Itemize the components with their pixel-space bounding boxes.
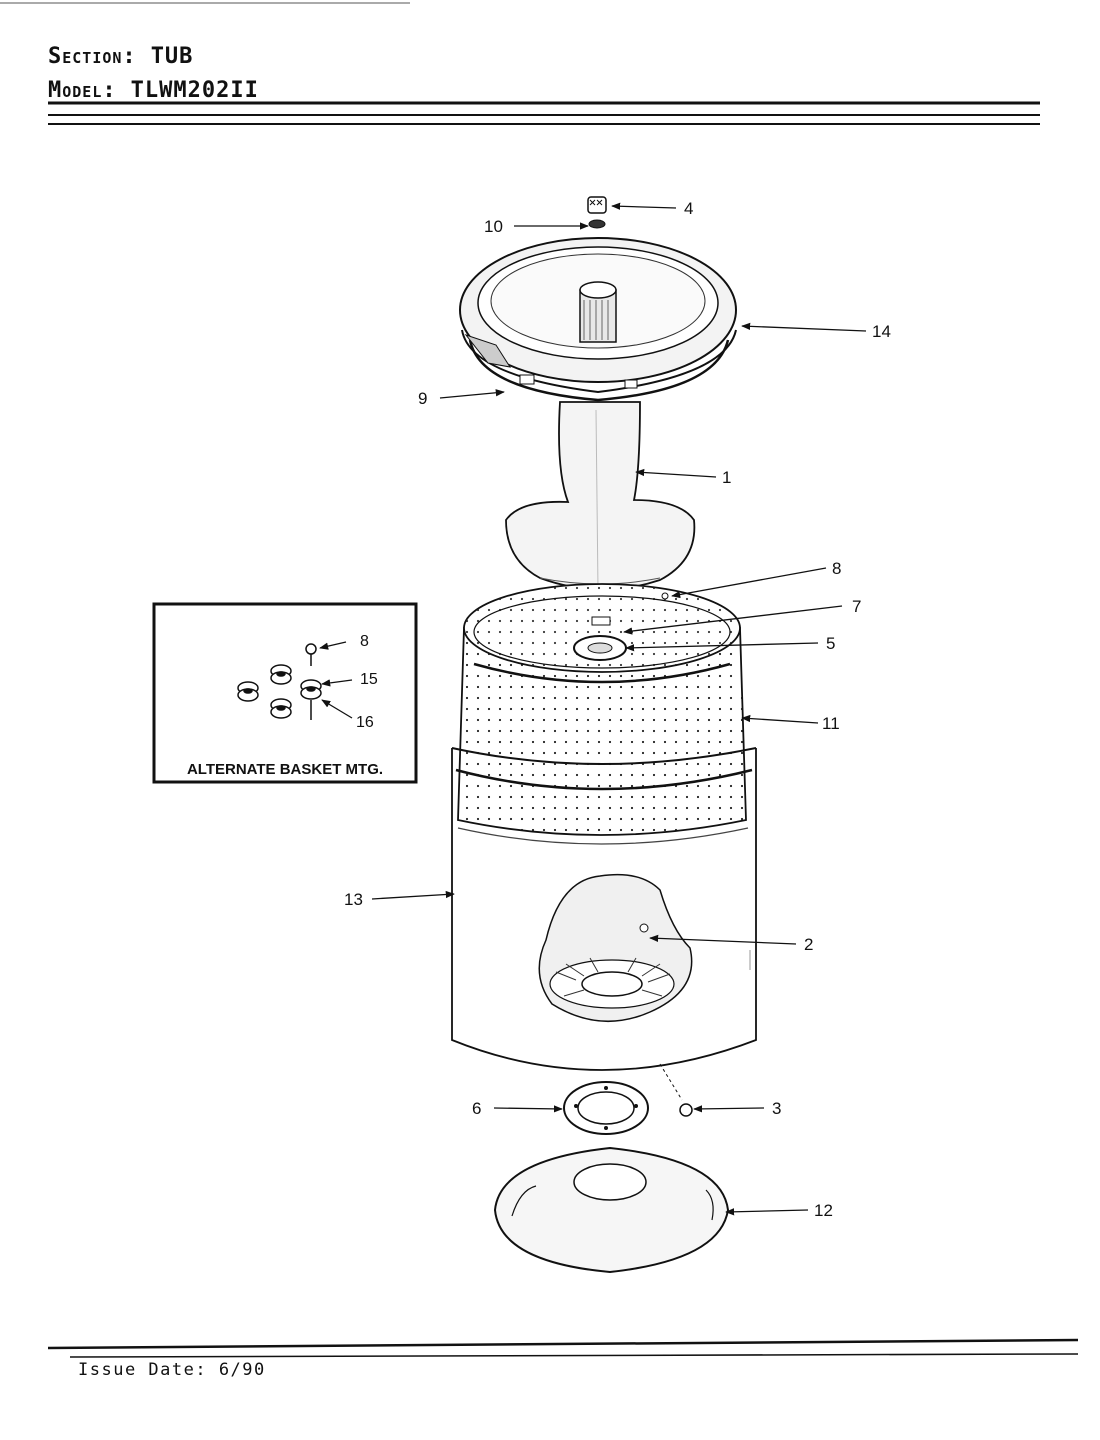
- callout-10: 10: [484, 217, 503, 236]
- section-value: TUB: [150, 44, 194, 69]
- callout-8: 8: [832, 559, 841, 578]
- part-11-basket: [457, 583, 747, 836]
- part-3-screw: [659, 1063, 693, 1117]
- inset-caption: ALTERNATE BASKET MTG.: [187, 761, 383, 778]
- model-value: TLWM202II: [130, 78, 259, 103]
- inset-callout-15: 15: [360, 671, 378, 688]
- inset-alternate-basket: ALTERNATE BASKET MTG. 8 15 16: [152, 602, 418, 784]
- part-4-cap: [587, 196, 607, 214]
- part-12-base: [493, 1146, 730, 1274]
- inset-callout-8: 8: [360, 633, 369, 650]
- section-line: Section: TUB: [48, 44, 193, 69]
- callout-numbers: 4 10 14 9 1 8 7 5 11 13 2 6 3 12: [344, 199, 891, 1220]
- callout-2: 2: [804, 935, 813, 954]
- part-1-agitator: [505, 401, 696, 591]
- header-rules: [0, 2, 1040, 125]
- part-14-tub-ring: [459, 237, 737, 402]
- part-13-outer-tub: [451, 747, 757, 1071]
- model-label: Model:: [48, 78, 117, 103]
- callout-12: 12: [814, 1201, 833, 1220]
- issue-date: Issue Date: 6/90: [78, 1360, 266, 1380]
- callout-6: 6: [472, 1099, 481, 1118]
- footer-rules: [47, 1338, 1079, 1358]
- callout-7: 7: [852, 597, 861, 616]
- part-6-ring: [563, 1081, 649, 1135]
- callout-14: 14: [872, 322, 891, 341]
- callout-4: 4: [684, 199, 693, 218]
- callout-lines: [371, 202, 867, 1216]
- callout-13: 13: [344, 890, 363, 909]
- grommet-parts: [237, 643, 322, 720]
- part-10-seal: [588, 219, 606, 229]
- callout-5: 5: [826, 634, 835, 653]
- callout-3: 3: [772, 1099, 781, 1118]
- callout-1: 1: [722, 468, 731, 487]
- inset-callout-16: 16: [356, 714, 374, 731]
- model-line: Model: TLWM202II: [48, 78, 259, 103]
- section-label: Section:: [48, 44, 137, 69]
- callout-9: 9: [418, 389, 427, 408]
- callout-11: 11: [822, 714, 840, 733]
